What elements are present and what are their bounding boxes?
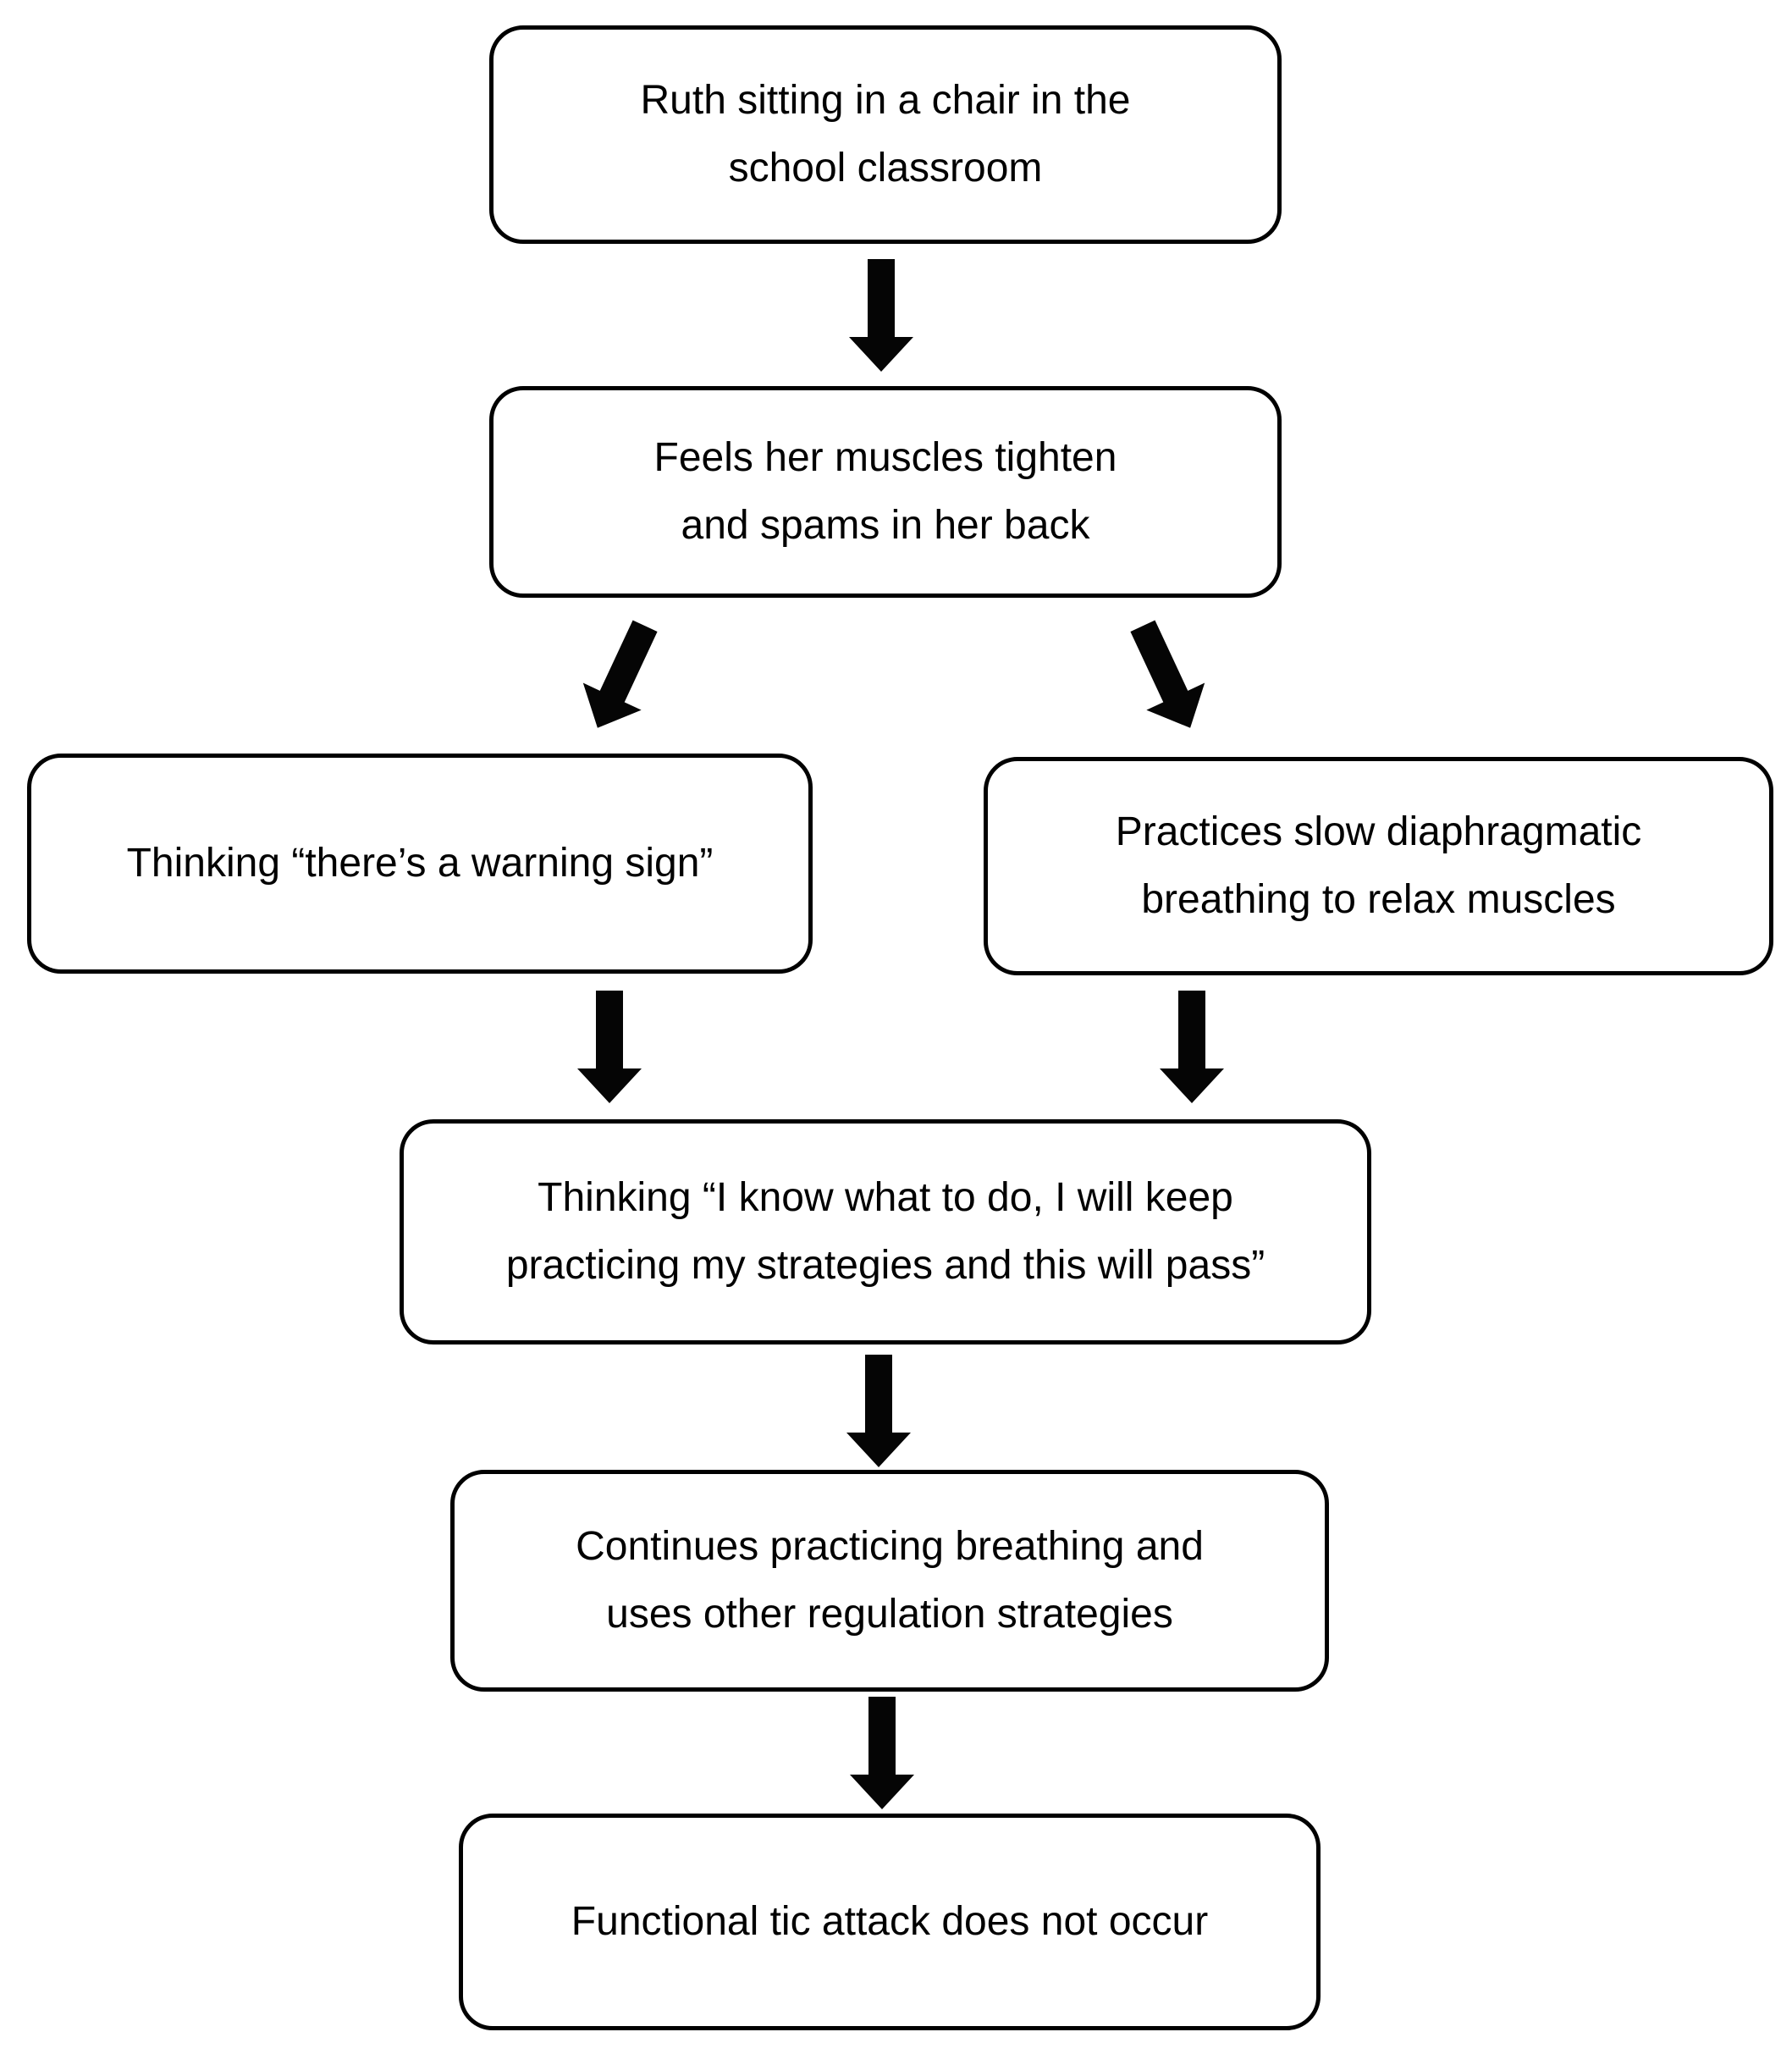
flow-node-warning-sign: Thinking “there’s a warning sign” [27, 754, 813, 974]
flow-node-label: Thinking “there’s a warning sign” [126, 841, 714, 886]
arrow-down-icon [1160, 991, 1224, 1103]
flow-node-label: Ruth sitting in a chair in the school cl… [640, 78, 1131, 190]
arrow-down-icon [577, 991, 642, 1103]
flow-node-label: Thinking “I know what to do, I will keep… [505, 1175, 1265, 1288]
arrow-down-icon [850, 1697, 914, 1809]
flow-node-label: Feels her muscles tighten and spams in h… [653, 435, 1117, 548]
flow-node-continues-practicing: Continues practicing breathing and uses … [450, 1470, 1329, 1692]
flow-node-keep-practicing: Thinking “I know what to do, I will keep… [400, 1119, 1371, 1344]
flow-node-label: Functional tic attack does not occur [571, 1899, 1209, 1945]
arrow-down-icon [849, 259, 913, 372]
arrow-down-icon [846, 1355, 911, 1467]
flow-node-feels-muscles: Feels her muscles tighten and spams in h… [489, 386, 1282, 598]
arrow-down-right-icon [1130, 620, 1205, 728]
flow-node-label: Continues practicing breathing and uses … [576, 1524, 1204, 1637]
flow-node-diaphragmatic-breathing: Practices slow diaphragmatic breathing t… [984, 757, 1773, 975]
flow-node-label: Practices slow diaphragmatic breathing t… [1115, 809, 1642, 922]
flow-node-ruth-sitting: Ruth sitting in a chair in the school cl… [489, 25, 1282, 244]
flow-node-no-tic-attack: Functional tic attack does not occur [459, 1814, 1321, 2030]
arrow-down-left-icon [582, 620, 658, 728]
